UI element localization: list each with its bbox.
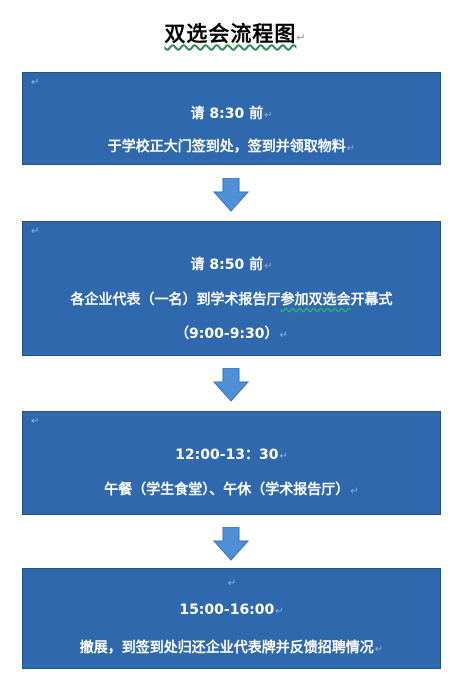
step-4-time: 15:00-16:00↵ — [179, 602, 284, 618]
paragraph-mark: ↵ — [227, 578, 237, 589]
paragraph-mark: ↵ — [296, 31, 307, 44]
step-3-time: 12:00-13：30↵ — [175, 447, 288, 463]
down-arrow-icon — [213, 527, 249, 561]
page-title: 双选会流程图↵ — [0, 18, 471, 48]
page-title-text: 双选会流程图 — [164, 22, 297, 46]
paragraph-mark: ↵ — [31, 77, 40, 88]
paragraph-mark: ↵ — [31, 226, 40, 237]
down-arrow-icon — [213, 368, 249, 402]
flow-step-2: ↵ 请 8:50 前↵ 各企业代表（一名）到学术报告厅参加双选会开幕式 （9:0… — [22, 221, 441, 356]
step-1-description: 于学校正大门签到处，签到并领取物料↵ — [107, 139, 356, 155]
flow-step-3: ↵ 12:00-13：30↵ 午餐（学生食堂）、午休（学术报告厅）↵ — [22, 411, 441, 515]
step-2-description: 各企业代表（一名）到学术报告厅参加双选会开幕式 — [70, 292, 393, 308]
flow-step-4: ↵ 15:00-16:00↵ 撤展，到签到处归还企业代表牌并反馈招聘情况↵ — [22, 568, 441, 669]
down-arrow-icon — [213, 178, 249, 212]
step-2-time: 请 8:50 前↵ — [190, 257, 273, 273]
step-2-session-time: （9:00-9:30）↵ — [175, 326, 288, 342]
flow-step-1: ↵ 请 8:30 前↵ 于学校正大门签到处，签到并领取物料↵ — [22, 72, 441, 165]
step-1-time: 请 8:30 前↵ — [190, 106, 273, 122]
step-3-description: 午餐（学生食堂）、午休（学术报告厅）↵ — [104, 482, 359, 498]
step-4-description: 撤展，到签到处归还企业代表牌并反馈招聘情况↵ — [79, 640, 384, 656]
paragraph-mark: ↵ — [31, 416, 40, 427]
